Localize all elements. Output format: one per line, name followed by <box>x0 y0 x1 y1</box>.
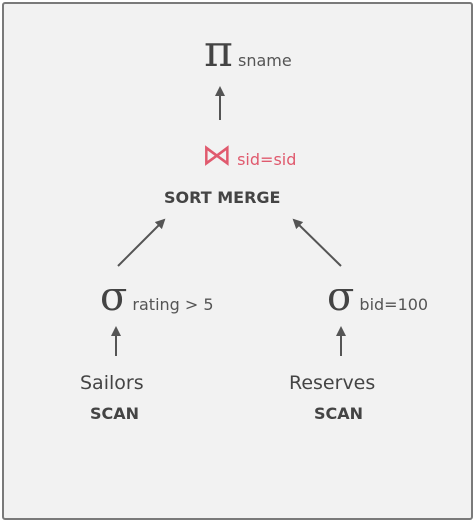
projection-attribute: sname <box>238 51 292 70</box>
left-select-condition: rating > 5 <box>132 295 214 314</box>
sigma-symbol-right: σ <box>327 274 355 320</box>
join-condition: sid=sid <box>237 150 297 169</box>
sailors-relation: Sailors <box>80 372 144 394</box>
reserves-access-method: SCAN <box>314 404 364 423</box>
right-select-node: σ bid=100 <box>327 274 428 320</box>
arrows-layer <box>111 86 346 356</box>
right-select-condition: bid=100 <box>359 295 429 314</box>
sigma-symbol-left: σ <box>100 274 128 320</box>
pi-symbol: π <box>204 26 233 77</box>
reserves-relation: Reserves <box>289 372 376 394</box>
arrow-right-select-to-join <box>292 218 342 267</box>
left-select-node: σ rating > 5 <box>100 274 214 320</box>
projection-node: π sname <box>204 26 292 77</box>
join-symbol: ⋈ <box>202 138 232 173</box>
arrow-left-select-to-join <box>117 218 166 267</box>
sailors-access-method: SCAN <box>90 404 140 423</box>
join-node: ⋈ sid=sid <box>202 138 296 173</box>
join-method-label: SORT MERGE <box>164 188 281 207</box>
